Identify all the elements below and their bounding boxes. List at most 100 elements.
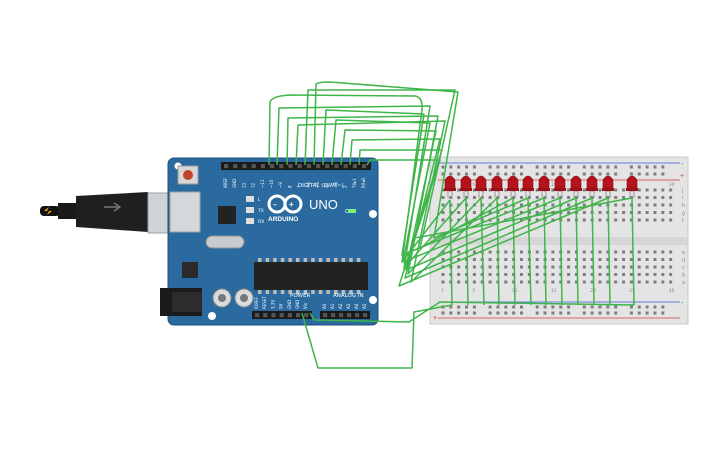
breadboard-hole[interactable] [567, 250, 571, 254]
breadboard-hole[interactable] [598, 203, 602, 207]
breadboard-hole[interactable] [590, 265, 594, 269]
breadboard-hole[interactable] [661, 265, 665, 269]
breadboard-hole[interactable] [669, 218, 673, 222]
rail-hole[interactable] [645, 172, 649, 176]
jumper-wire[interactable] [295, 120, 498, 283]
breadboard-hole[interactable] [606, 265, 610, 269]
breadboard-hole[interactable] [488, 273, 492, 276]
rail-hole[interactable] [441, 165, 445, 169]
rail-hole[interactable] [520, 172, 523, 176]
breadboard-hole[interactable] [637, 211, 641, 214]
rail-hole[interactable] [606, 172, 610, 176]
rail-hole[interactable] [582, 165, 586, 169]
breadboard-hole[interactable] [457, 211, 461, 214]
red-led[interactable] [522, 175, 534, 198]
rail-hole[interactable] [512, 165, 516, 169]
rail-hole[interactable] [629, 165, 633, 169]
breadboard-hole[interactable] [661, 258, 665, 261]
breadboard-hole[interactable] [590, 196, 594, 199]
breadboard-hole[interactable] [582, 218, 586, 222]
header-pin[interactable] [331, 313, 336, 318]
breadboard-hole[interactable] [465, 280, 469, 284]
header-pin[interactable] [260, 164, 265, 169]
rail-hole[interactable] [520, 165, 523, 169]
rail-hole[interactable] [645, 305, 649, 309]
rail-hole[interactable] [551, 172, 555, 176]
breadboard-hole[interactable] [551, 258, 555, 261]
header-pin[interactable] [297, 164, 302, 169]
rail-hole[interactable] [535, 305, 539, 309]
breadboard-hole[interactable] [661, 196, 665, 199]
red-led[interactable] [586, 175, 598, 198]
header-pin[interactable] [287, 313, 292, 318]
breadboard-hole[interactable] [629, 258, 633, 261]
breadboard-hole[interactable] [527, 280, 531, 284]
breadboard-hole[interactable] [645, 273, 649, 276]
breadboard-hole[interactable] [496, 196, 500, 199]
breadboard-hole[interactable] [629, 265, 633, 269]
breadboard-hole[interactable] [441, 211, 445, 214]
rail-hole[interactable] [661, 305, 665, 309]
breadboard-hole[interactable] [598, 273, 602, 276]
breadboard-hole[interactable] [527, 196, 531, 199]
rail-hole[interactable] [465, 165, 469, 169]
breadboard-hole[interactable] [669, 273, 673, 276]
breadboard-hole[interactable] [629, 280, 633, 284]
header-pin[interactable] [271, 313, 276, 318]
rail-hole[interactable] [567, 165, 571, 169]
breadboard-hole[interactable] [590, 273, 594, 276]
rail-hole[interactable] [504, 311, 508, 315]
rail-hole[interactable] [465, 311, 469, 315]
jumper-wire[interactable] [480, 197, 485, 306]
breadboard-hole[interactable] [661, 203, 665, 207]
breadboard-hole[interactable] [653, 203, 657, 207]
rail-hole[interactable] [637, 305, 641, 309]
rail-hole[interactable] [457, 172, 461, 176]
breadboard-hole[interactable] [637, 280, 641, 284]
breadboard-hole[interactable] [551, 188, 555, 192]
breadboard-hole[interactable] [535, 280, 539, 284]
header-pin[interactable] [352, 164, 357, 169]
breadboard-hole[interactable] [535, 211, 539, 214]
breadboard-hole[interactable] [637, 273, 641, 276]
breadboard-hole[interactable] [480, 196, 484, 199]
breadboard-hole[interactable] [598, 218, 602, 222]
breadboard-hole[interactable] [606, 273, 610, 276]
arduino-uno-board[interactable]: L TX RX – + ARDUINO UNO ON AREFGND1312~1… [160, 157, 379, 326]
breadboard-hole[interactable] [457, 188, 461, 192]
breadboard-hole[interactable] [567, 188, 571, 192]
breadboard-hole[interactable] [457, 280, 461, 284]
breadboard-hole[interactable] [567, 211, 571, 214]
red-led[interactable] [475, 175, 487, 198]
header-pin[interactable] [362, 164, 367, 169]
rail-hole[interactable] [653, 172, 657, 176]
rail-hole[interactable] [567, 311, 571, 315]
rail-hole[interactable] [496, 172, 500, 176]
breadboard-hole[interactable] [480, 280, 484, 284]
header-pin[interactable] [279, 164, 284, 169]
breadboard-hole[interactable] [622, 218, 626, 222]
breadboard-hole[interactable] [551, 280, 555, 284]
rail-hole[interactable] [653, 165, 657, 169]
breadboard-hole[interactable] [457, 196, 461, 199]
rail-hole[interactable] [590, 311, 594, 315]
jumper-wire[interactable] [465, 197, 469, 306]
rail-hole[interactable] [653, 305, 657, 309]
breadboard-hole[interactable] [598, 196, 602, 199]
breadboard-hole[interactable] [622, 196, 626, 199]
breadboard-hole[interactable] [520, 218, 523, 222]
breadboard-hole[interactable] [472, 250, 476, 254]
rail-hole[interactable] [629, 172, 633, 176]
breadboard-hole[interactable] [606, 250, 610, 254]
rail-hole[interactable] [472, 305, 476, 309]
rail-hole[interactable] [598, 305, 602, 309]
breadboard-hole[interactable] [472, 188, 476, 192]
header-pin[interactable] [288, 164, 293, 169]
header-pin[interactable] [339, 313, 344, 318]
breadboard-hole[interactable] [622, 265, 626, 269]
breadboard-hole[interactable] [661, 211, 665, 214]
breadboard-hole[interactable] [551, 218, 555, 222]
jumper-wire[interactable] [301, 304, 453, 369]
red-led[interactable] [570, 175, 582, 198]
